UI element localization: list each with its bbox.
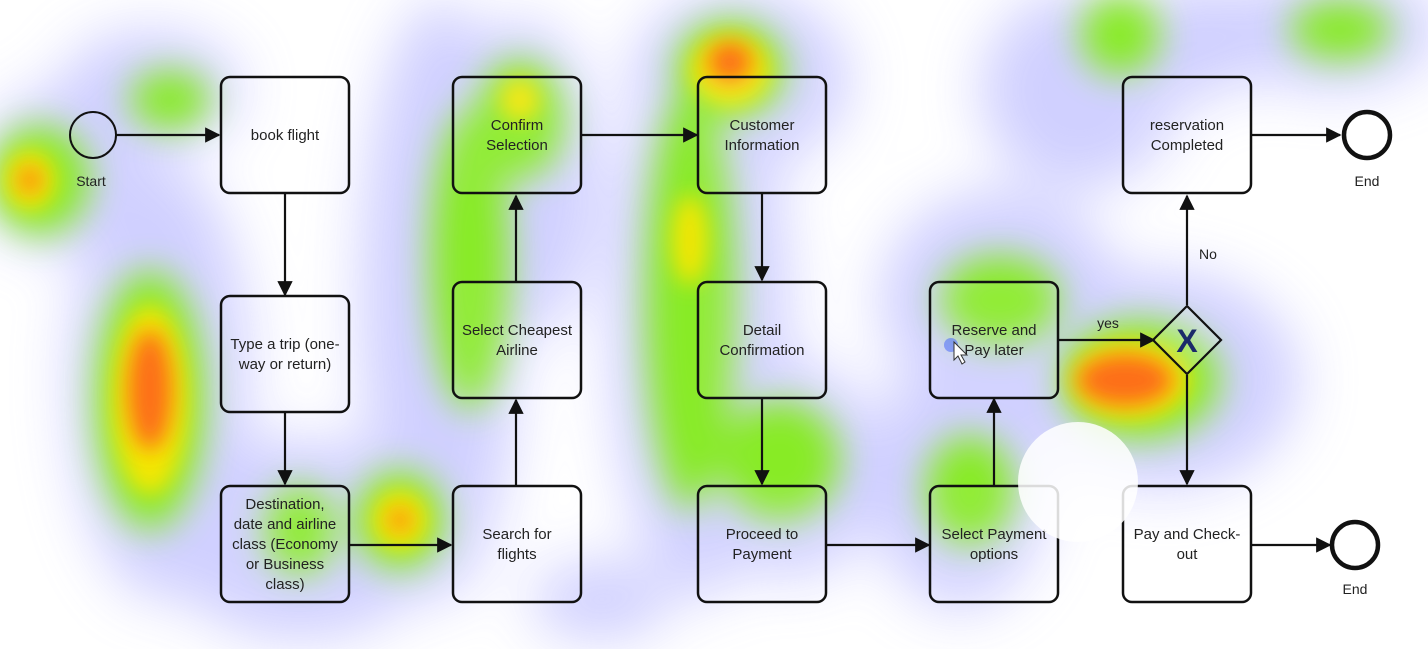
heat-layer-hot: [20, 42, 1173, 530]
task-box: [1121, 75, 1253, 195]
task-label-line: Destination,: [245, 496, 324, 513]
edge-label-no: No: [1199, 246, 1217, 262]
end-event-top[interactable]: [1341, 109, 1393, 161]
end-label-bottom: End: [1343, 581, 1368, 597]
start-label: Start: [76, 173, 106, 189]
task-box: [451, 280, 583, 400]
gateway-x-icon: X: [1176, 323, 1198, 359]
task-box: [696, 280, 828, 400]
task-box: [451, 75, 583, 195]
task-box: [1121, 484, 1253, 604]
exclusive-gateway[interactable]: X: [1151, 304, 1223, 376]
task-label-line: Selection: [486, 137, 548, 154]
task-label-line: Search for: [482, 526, 551, 543]
task-label-line: flights: [497, 546, 536, 563]
task-label-line: Select Payment: [941, 526, 1047, 543]
edge-label-yes: yes: [1097, 315, 1119, 331]
task-label-line: Pay later: [964, 342, 1023, 359]
click-indicator: [1018, 422, 1138, 542]
task-box: [219, 294, 351, 414]
task-label-line: Customer: [729, 117, 794, 134]
task-select-payment[interactable]: Select Payment options: [928, 484, 1060, 604]
task-search-flights[interactable]: Search for flights: [451, 484, 583, 604]
task-proceed-payment[interactable]: Proceed to Payment: [696, 484, 828, 604]
task-label-line: Confirm: [491, 117, 544, 134]
task-book-flight[interactable]: book flight: [219, 75, 351, 195]
task-label-line: date and airline: [234, 516, 337, 533]
task-label-line: Confirmation: [719, 342, 804, 359]
task-label-line: Completed: [1151, 137, 1224, 154]
task-type-trip[interactable]: Type a trip (one-way or return): [219, 294, 351, 414]
task-label-line: class): [265, 576, 304, 593]
task-box: [696, 75, 828, 195]
task-label-line: Proceed to: [726, 526, 799, 543]
task-label-line: Payment: [732, 546, 792, 563]
mouse-cursor-icon: [944, 338, 969, 365]
task-label-line: way or return): [238, 356, 332, 373]
task-label-line: reservation: [1150, 117, 1224, 134]
task-label-line: Reserve and: [951, 322, 1036, 339]
task-label-line: class (Economy: [232, 536, 338, 553]
task-label-line: Information: [724, 137, 799, 154]
task-box: [219, 75, 351, 195]
task-box: [451, 484, 583, 604]
task-label-line: Detail: [743, 322, 781, 339]
task-label-line: Pay and Check-: [1134, 526, 1241, 543]
task-label-line: book flight: [251, 127, 320, 144]
task-destination[interactable]: Destination, date and airline class (Econo…: [219, 484, 351, 604]
task-box: [928, 280, 1060, 400]
task-label-line: out: [1177, 546, 1199, 563]
task-box: [219, 484, 351, 604]
task-label-line: Select Cheapest: [462, 322, 573, 339]
task-label-line: Type a trip (one-: [230, 336, 339, 353]
task-box: [696, 484, 828, 604]
task-box: [928, 484, 1060, 604]
start-event[interactable]: [69, 111, 117, 159]
task-label-line: Airline: [496, 342, 538, 359]
flow-edges: [116, 127, 1342, 553]
end-label-top: End: [1355, 173, 1380, 189]
task-label-line: or Business: [246, 556, 324, 573]
task-label-line: options: [970, 546, 1018, 563]
end-event-bottom[interactable]: [1329, 519, 1381, 571]
task-pay-checkout[interactable]: Pay and Check-out: [1121, 484, 1253, 604]
